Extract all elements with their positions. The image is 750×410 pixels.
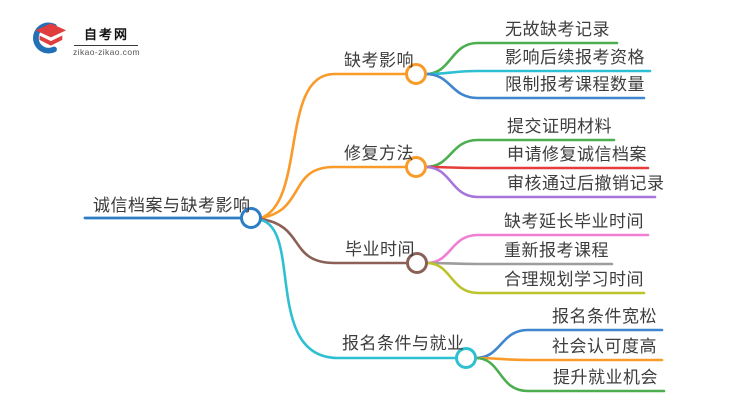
- leaf-2-3-label: 审核通过后撤销记录: [507, 174, 665, 193]
- connector-leaf-3-3: [425, 261, 646, 295]
- connector-leaf-4-3: [474, 356, 666, 393]
- branch-4-label: 报名条件与就业: [342, 334, 465, 353]
- connector-leaf-1-3: [424, 72, 646, 100]
- branch-3-node-circle[interactable]: [406, 252, 428, 274]
- branch-2-node-circle[interactable]: [405, 156, 427, 178]
- root-node-circle[interactable]: [240, 207, 262, 229]
- branch-1-node-circle[interactable]: [405, 63, 427, 85]
- logo-domain: zikao-zikao.com: [73, 47, 140, 57]
- branch-1-label: 缺考影响: [344, 51, 414, 70]
- root-node-label: 诚信档案与缺考影响: [93, 196, 251, 215]
- graduation-cap-logo-icon: [33, 22, 67, 54]
- leaf-1-3-label: 限制报考课程数量: [505, 75, 645, 94]
- leaf-4-3-label: 提升就业机会: [553, 368, 658, 387]
- logo-title: 自考网: [83, 27, 129, 42]
- connector-leaf-1-2: [424, 69, 652, 76]
- branch-3-label: 毕业时间: [345, 240, 415, 259]
- connector-leaf-4-2: [474, 356, 664, 362]
- connector-leaf-3-2: [425, 261, 614, 266]
- leaf-3-3-label: 合理规划学习时间: [504, 270, 644, 289]
- leaf-1-1-label: 无故缺考记录: [505, 20, 610, 39]
- leaf-1-2-label: 影响后续报考资格: [505, 48, 645, 67]
- connector-branch-4: [259, 218, 458, 360]
- leaf-4-1-label: 报名条件宽松: [552, 307, 657, 326]
- leaf-2-1-label: 提交证明材料: [507, 117, 612, 136]
- leaf-2-2-label: 申请修复诚信档案: [507, 145, 647, 164]
- leaf-4-2-label: 社会认可度高: [552, 337, 657, 356]
- connector-leaf-2-2: [424, 165, 650, 170]
- connector-branch-1: [259, 72, 408, 220]
- leaf-3-1-label: 缺考延长毕业时间: [504, 212, 644, 231]
- connector-leaf-2-3: [424, 165, 657, 199]
- logo-divider: [74, 45, 139, 46]
- site-logo: 自考网 zikao-zikao.com: [30, 22, 140, 57]
- connector-branch-2: [259, 165, 408, 220]
- connector-branch-3: [259, 217, 409, 265]
- leaf-3-2-label: 重新报考课程: [504, 241, 609, 260]
- branch-4-node-circle[interactable]: [455, 347, 477, 369]
- branch-2-label: 修复方法: [344, 144, 414, 163]
